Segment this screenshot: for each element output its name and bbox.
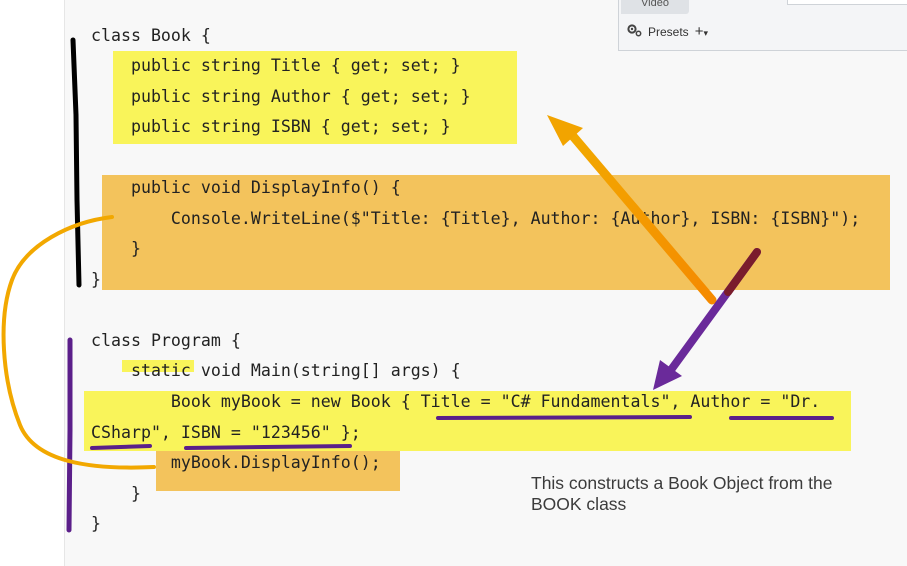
constructor-highlight — [84, 391, 851, 451]
code-line: Console.WriteLine($"Title: {Title}, Auth… — [91, 209, 861, 228]
code-line: CSharp", ISBN = "123456" }; — [91, 423, 361, 442]
chevron-down-icon: ▾ — [703, 28, 708, 38]
code-line: static void Main(string[] args) { — [91, 361, 461, 380]
purple-bracket-mark — [66, 337, 73, 533]
code-line: myBook.DisplayInfo(); — [91, 453, 381, 472]
code-line: public string Author { get; set; } — [91, 87, 471, 106]
code-line: public void DisplayInfo() { — [91, 178, 401, 197]
code-line: } — [91, 270, 101, 289]
orange-arrow-line — [567, 130, 717, 305]
plus-icon: + — [694, 23, 704, 40]
code-line: class Program { — [91, 331, 241, 350]
code-line: Book myBook = new Book { Title = "C# Fun… — [91, 392, 821, 411]
code-line: public string Title { get; set; } — [91, 56, 461, 75]
black-bracket-mark — [70, 37, 82, 288]
code-line: } — [91, 484, 141, 503]
presets-menu[interactable]: Presets +▾ — [626, 23, 708, 40]
underline-csharp — [90, 444, 152, 450]
code-line: public string ISBN { get; set; } — [91, 117, 451, 136]
orange-curve-mark — [1, 215, 156, 470]
underline-title — [436, 415, 692, 420]
underline-isbn — [184, 444, 352, 450]
add-preset-button[interactable]: +▾ — [695, 23, 708, 40]
presets-label: Presets — [648, 24, 689, 39]
static-highlight — [122, 360, 194, 372]
presets-panel: Video Presets +▾ — [618, 0, 907, 51]
orange-arrowhead — [547, 115, 583, 146]
call-highlight — [156, 451, 400, 491]
properties-highlight — [113, 51, 517, 144]
panel-field[interactable] — [787, 0, 907, 5]
purple-arrowhead — [653, 360, 682, 390]
code-line: } — [91, 239, 141, 258]
gear-icon — [626, 23, 642, 40]
method-highlight — [102, 175, 890, 290]
annotation-note: This constructs a Book Object from the B… — [531, 473, 833, 514]
code-line: class Book { — [91, 26, 211, 45]
code-line: } — [91, 514, 101, 533]
purple-arrow-tail — [724, 248, 761, 296]
tab-video[interactable]: Video — [621, 0, 689, 14]
